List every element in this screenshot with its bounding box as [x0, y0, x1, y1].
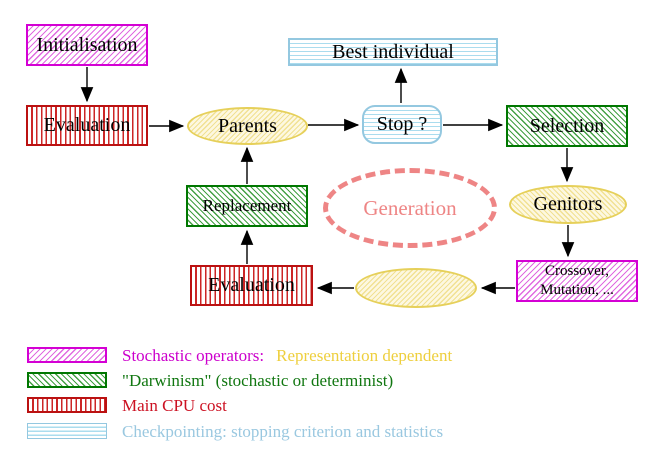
node-selection: Selection	[506, 105, 628, 147]
legend-label-stochastic-prefix: Stochastic operators:	[122, 346, 265, 365]
legend-label-checkpointing: Checkpointing: stopping criterion and st…	[122, 422, 444, 441]
node-replacement: Replacement	[186, 185, 308, 227]
legend-label-stochastic-operators: Stochastic operators: Representation depe…	[122, 346, 452, 366]
node-evaluation-initial: Evaluation	[26, 105, 148, 146]
node-genitors: Genitors	[509, 185, 627, 224]
node-generation-cycle: Generation	[323, 168, 497, 248]
legend-label-cpu-cost: Main CPU cost	[122, 396, 227, 415]
node-initialisation: Initialisation	[26, 24, 148, 66]
node-offspring	[355, 268, 477, 308]
node-best-individual: Best individual	[288, 38, 498, 66]
node-stop-test: Stop ?	[362, 105, 442, 144]
node-parents: Parents	[187, 107, 308, 145]
legend-label-representation-dependent: Representation dependent	[276, 346, 453, 365]
legend-label-darwinism: "Darwinism" (stochastic or determinist)	[122, 371, 394, 390]
legend-swatch-checkpointing	[27, 423, 107, 439]
legend-swatch-darwinism	[27, 372, 107, 388]
legend-swatch-cpu-cost	[27, 397, 107, 413]
crossover-line1: Crossover,	[545, 262, 609, 279]
node-evaluation-offspring: Evaluation	[190, 265, 313, 306]
legend-swatch-stochastic-operators	[27, 347, 107, 363]
node-crossover-mutation: Crossover, Mutation, ...	[516, 260, 638, 302]
crossover-line2: Mutation, ...	[540, 282, 614, 298]
